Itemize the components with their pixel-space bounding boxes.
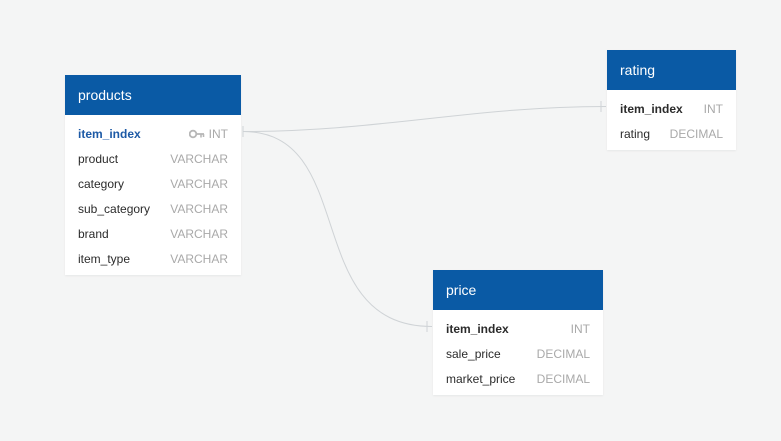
table-price[interactable]: price item_index INT sale_price DECIMAL … — [433, 270, 603, 395]
column-type: VARCHAR — [170, 151, 228, 166]
column-type: VARCHAR — [170, 176, 228, 191]
column-type: INT — [208, 126, 228, 141]
column-name: item_index — [620, 101, 683, 116]
column-name: category — [78, 176, 125, 191]
column-name: item_index — [78, 126, 141, 141]
table-price-row-sale-price[interactable]: sale_price DECIMAL — [433, 341, 603, 366]
column-name: rating — [620, 126, 651, 141]
relationship-line-products-price[interactable] — [242, 131, 433, 327]
column-name: item_index — [446, 321, 509, 336]
table-products-row-product[interactable]: product VARCHAR — [65, 146, 241, 171]
column-type: DECIMAL — [536, 346, 590, 361]
column-type: INT — [703, 101, 723, 116]
table-price-header[interactable]: price — [433, 270, 603, 310]
table-rating-header[interactable]: rating — [607, 50, 736, 90]
table-products-row-sub-category[interactable]: sub_category VARCHAR — [65, 196, 241, 221]
table-products-row-category[interactable]: category VARCHAR — [65, 171, 241, 196]
table-products-header[interactable]: products — [65, 75, 241, 115]
column-type: VARCHAR — [170, 251, 228, 266]
column-name: market_price — [446, 371, 516, 386]
table-products-row-item-type[interactable]: item_type VARCHAR — [65, 246, 241, 271]
column-type: VARCHAR — [170, 226, 228, 241]
column-type: INT — [570, 321, 590, 336]
column-type: DECIMAL — [669, 126, 723, 141]
table-rating-row-rating[interactable]: rating DECIMAL — [607, 121, 736, 146]
column-name: item_type — [78, 251, 131, 266]
column-type: DECIMAL — [536, 371, 590, 386]
table-products-row-brand[interactable]: brand VARCHAR — [65, 221, 241, 246]
table-rating[interactable]: rating item_index INT rating DECIMAL — [607, 50, 736, 150]
table-price-row-item-index[interactable]: item_index INT — [433, 316, 603, 341]
column-type: VARCHAR — [170, 201, 228, 216]
table-products-row-item-index[interactable]: item_index INT — [65, 121, 241, 146]
column-name: product — [78, 151, 119, 166]
table-rating-row-item-index[interactable]: item_index INT — [607, 96, 736, 121]
column-name: brand — [78, 226, 109, 241]
table-price-row-market-price[interactable]: market_price DECIMAL — [433, 366, 603, 391]
column-name: sale_price — [446, 346, 501, 361]
key-icon — [188, 129, 204, 138]
column-name: sub_category — [78, 201, 151, 216]
table-products[interactable]: products item_index INT product VARCHAR — [65, 75, 241, 275]
relationship-line-products-rating[interactable] — [242, 106, 607, 132]
